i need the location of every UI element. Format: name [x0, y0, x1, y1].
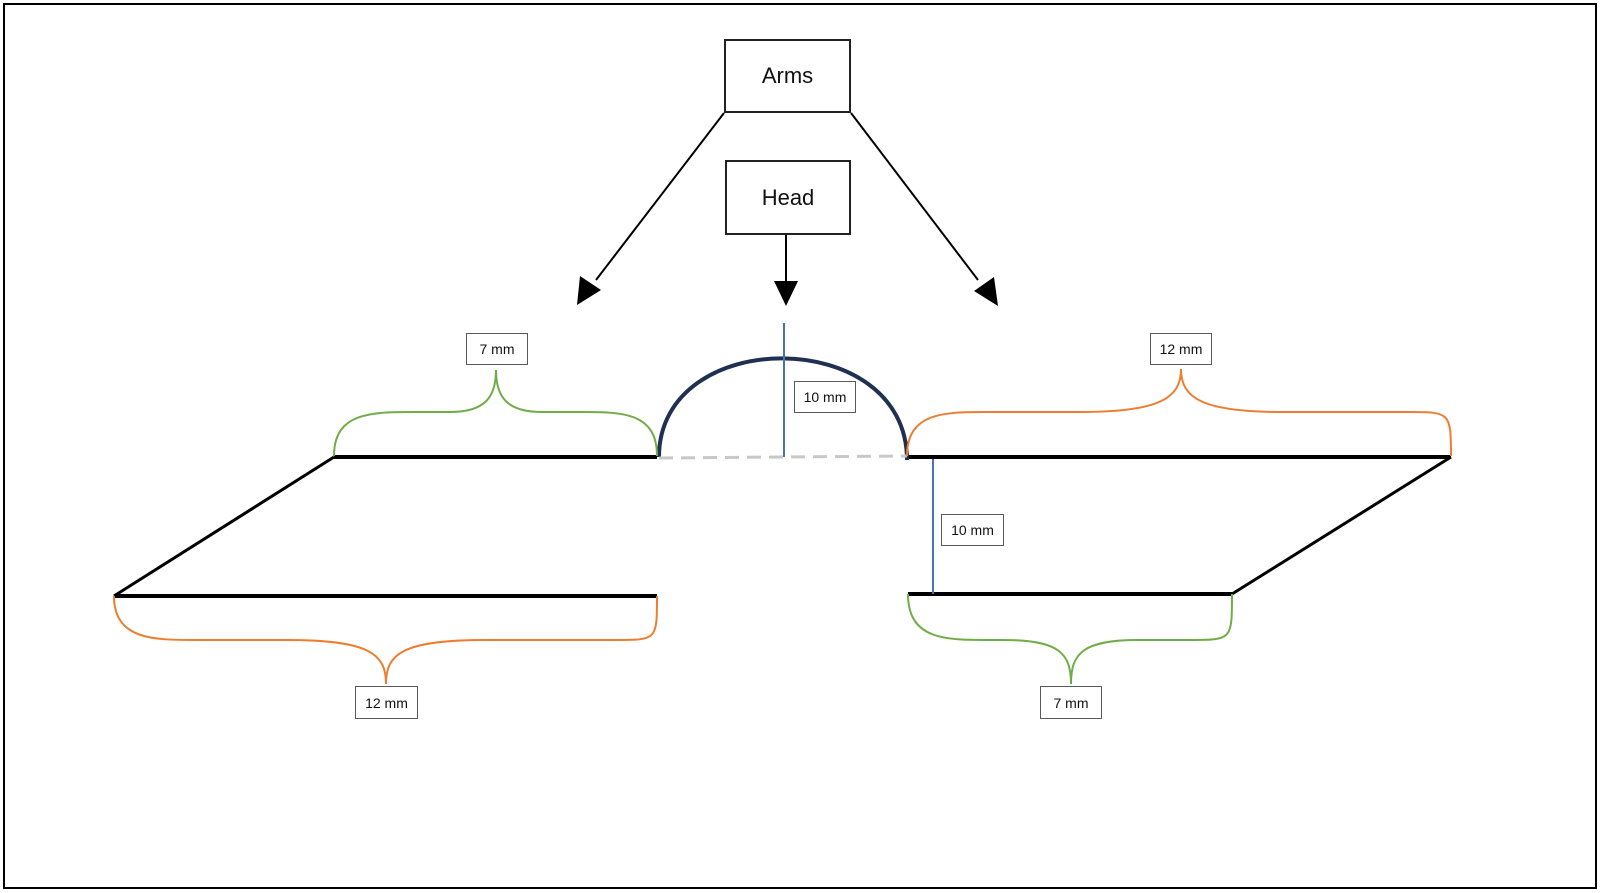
head-label: Head [725, 160, 851, 235]
arrowhead-head [774, 281, 798, 306]
arrowhead-arms-right [974, 277, 998, 306]
arrow-arms-right [850, 112, 979, 281]
dimension-label-right-height: 10 mm [941, 514, 1004, 546]
dimension-label-head-height: 10 mm [794, 381, 856, 413]
dimension-label-top-left: 7 mm [466, 333, 528, 365]
right-arm-slant-edge [1231, 455, 1452, 596]
head-dashed-base [658, 454, 908, 460]
left-arm-slant-edge [113, 455, 335, 598]
brace-bottom-right [907, 593, 1233, 685]
dimension-label-top-right: 12 mm [1150, 333, 1212, 365]
dimension-label-bottom-right: 7 mm [1040, 686, 1102, 719]
dimension-label-bottom-left: 12 mm [355, 686, 418, 719]
brace-top-left [333, 369, 658, 457]
brace-top-right [906, 368, 1452, 457]
arrowhead-arms-left [577, 276, 601, 305]
brace-bottom-left [113, 595, 658, 685]
arrow-arms-left [595, 112, 725, 281]
figure-frame [3, 3, 1597, 889]
arms-label: Arms [724, 39, 851, 113]
